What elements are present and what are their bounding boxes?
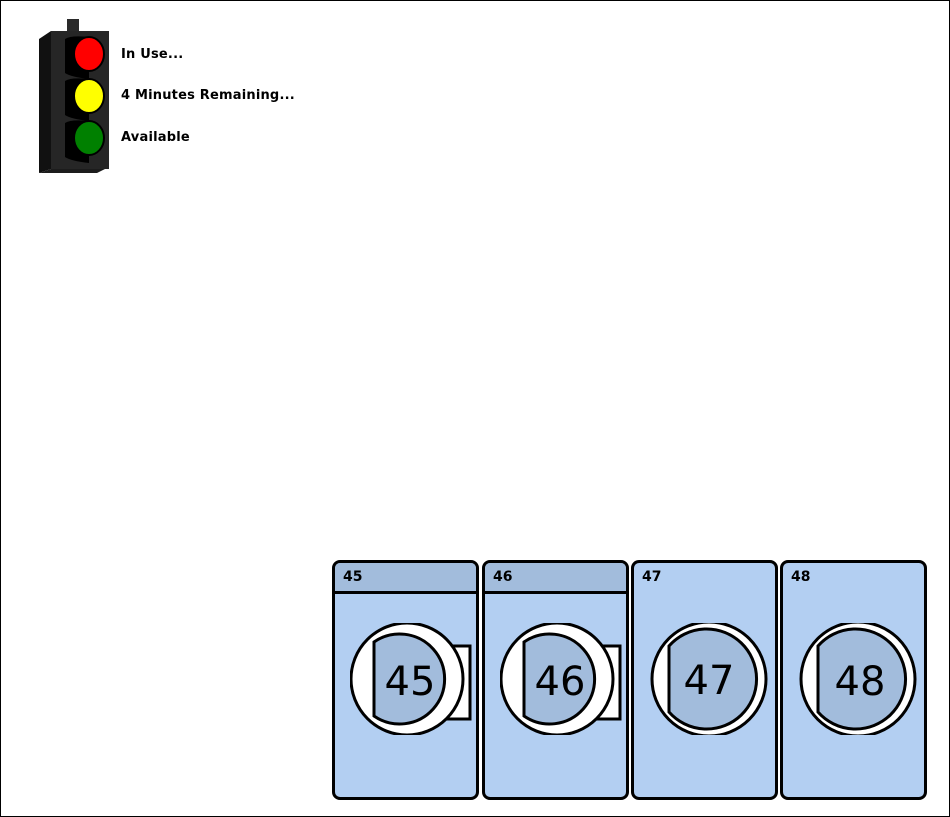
yellow-light-icon	[73, 78, 105, 114]
washer-45[interactable]: 45 45	[332, 560, 479, 800]
machine-number-label: 46	[485, 563, 626, 594]
machine-number-label: 45	[335, 563, 476, 594]
door-number: 45	[385, 659, 436, 705]
in-use-label: In Use...	[121, 47, 184, 62]
red-light-icon	[73, 36, 105, 72]
machine-number-label: 48	[791, 569, 811, 585]
washer-door-icon: 45	[350, 623, 472, 735]
washer-47[interactable]: 47 47	[631, 560, 778, 800]
washer-row: 45 45 46 46 47 47	[332, 560, 932, 802]
machine-number-label: 47	[642, 569, 662, 585]
door-number: 46	[535, 659, 586, 705]
status-legend: In Use... 4 Minutes Remaining... Availab…	[37, 19, 317, 179]
washer-door-icon: 47	[650, 623, 768, 735]
washer-door-icon: 48	[799, 623, 917, 735]
available-label: Available	[121, 130, 190, 145]
door-number: 48	[835, 659, 886, 705]
door-number: 47	[684, 658, 735, 704]
minutes-remaining-label: 4 Minutes Remaining...	[121, 88, 295, 103]
washer-door-icon: 46	[500, 623, 622, 735]
traffic-light-icon	[39, 19, 109, 173]
washer-48[interactable]: 48 48	[780, 560, 927, 800]
washer-46[interactable]: 46 46	[482, 560, 629, 800]
green-light-icon	[73, 120, 105, 156]
